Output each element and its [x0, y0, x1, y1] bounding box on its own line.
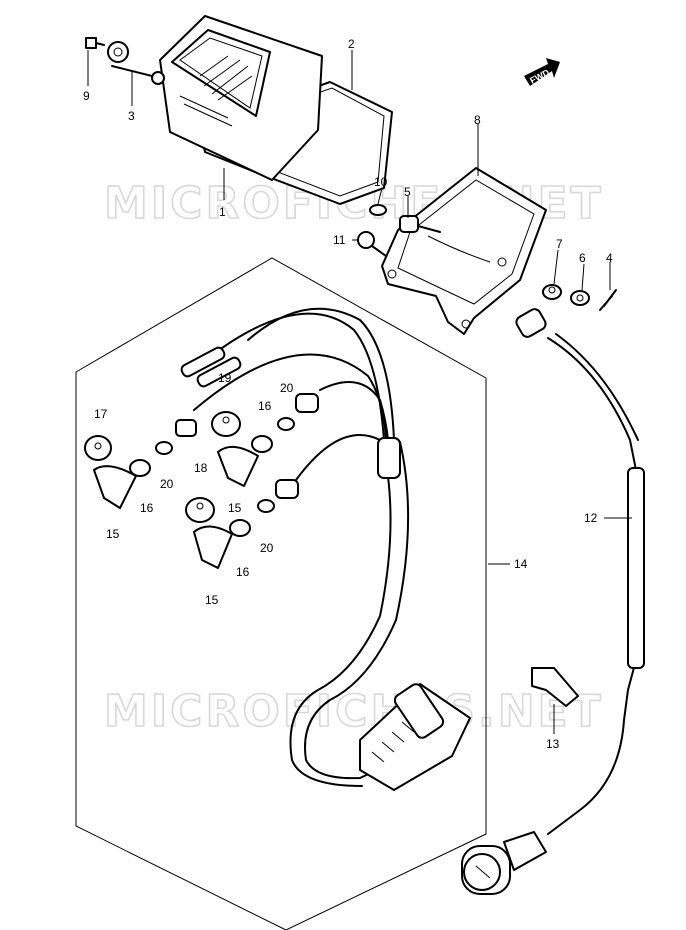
speedometer-cable-12: [461, 308, 645, 895]
watermark-bottom: MICROFICHES.NET: [104, 686, 604, 737]
pin-4: [599, 289, 617, 311]
callout-15-middle: 15: [228, 501, 242, 515]
callout-18: 18: [194, 461, 208, 475]
callout-20-bottom: 20: [260, 541, 274, 555]
wire-harness-14: [180, 307, 471, 791]
socket-20-bottom: [257, 479, 299, 513]
callout-6: 6: [579, 251, 586, 265]
callout-3: 3: [128, 109, 135, 123]
harness-connector: [359, 683, 471, 791]
screw-11: [357, 231, 387, 257]
callout-19: 19: [218, 371, 232, 385]
fwd-arrow-icon: FWD: [524, 58, 560, 86]
washer-16-left: [129, 459, 151, 477]
bulb-17: [84, 435, 112, 461]
callout-16-middle: 16: [258, 399, 272, 413]
callout-13: 13: [546, 737, 560, 751]
socket-20-middle: [277, 393, 319, 431]
boot-15-left: [93, 465, 137, 509]
callout-12: 12: [584, 511, 598, 525]
speedometer-assembly: [111, 15, 393, 205]
clamp-13: [531, 667, 579, 707]
grommet-7: [542, 284, 562, 300]
callout-15-bottom: 15: [205, 593, 219, 607]
callout-9: 9: [83, 89, 90, 103]
callout-1: 1: [219, 205, 226, 219]
harness-group-outline: [75, 257, 487, 930]
callout-2: 2: [348, 37, 355, 51]
washer-16-bottom: [229, 519, 251, 537]
callout-14: 14: [514, 557, 528, 571]
leader-lines: [87, 50, 632, 734]
callout-8: 8: [474, 113, 481, 127]
bulb-19: [211, 411, 241, 437]
bracket-8: [381, 167, 547, 335]
callout-20-left: 20: [160, 477, 174, 491]
callout-16-left: 16: [140, 501, 154, 515]
screw-9: [85, 37, 105, 49]
washer-16-middle: [251, 435, 273, 453]
drive-gear-3: [107, 41, 129, 63]
callout-15-left: 15: [106, 527, 120, 541]
socket-20-left: [155, 419, 197, 455]
boot-15-bottom: [193, 525, 233, 569]
callout-7: 7: [556, 237, 563, 251]
callout-20-middle: 20: [280, 381, 294, 395]
bulb-18: [185, 497, 215, 523]
callout-16-bottom: 16: [236, 565, 250, 579]
callout-5: 5: [404, 185, 411, 199]
bulb-socket-5: [399, 215, 491, 263]
bulb-10: [369, 204, 387, 216]
washer-6: [570, 290, 590, 306]
callout-10: 10: [374, 175, 388, 189]
callout-11: 11: [333, 233, 346, 247]
callout-4: 4: [606, 251, 613, 265]
boot-15-middle: [217, 445, 259, 487]
callout-17: 17: [94, 407, 108, 421]
